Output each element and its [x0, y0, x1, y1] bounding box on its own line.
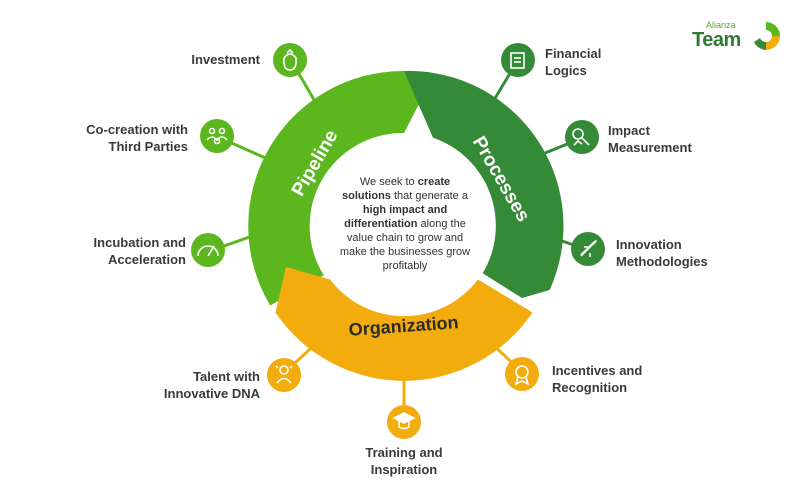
icon-circles	[191, 43, 605, 439]
person-lightbulb-icon	[267, 358, 301, 392]
logo-text-small: Alianza	[706, 20, 736, 30]
logo-text-big: Team	[692, 29, 741, 51]
people-group-icon	[200, 119, 234, 153]
analytics-icon	[565, 120, 599, 154]
award-badge-icon	[505, 357, 539, 391]
organization-segment	[275, 267, 533, 381]
money-bag-icon	[273, 43, 307, 77]
center-statement: We seek to create solutions that generat…	[339, 176, 471, 272]
speedometer-icon	[191, 233, 225, 267]
graduation-cap-icon	[387, 405, 421, 439]
rocket-icon	[571, 232, 605, 266]
logo-mark-icon	[754, 22, 780, 50]
money-document-icon	[501, 43, 535, 77]
processes-segment	[404, 70, 564, 298]
label-investment: Investment	[191, 52, 260, 67]
pipeline-segment	[248, 70, 420, 306]
